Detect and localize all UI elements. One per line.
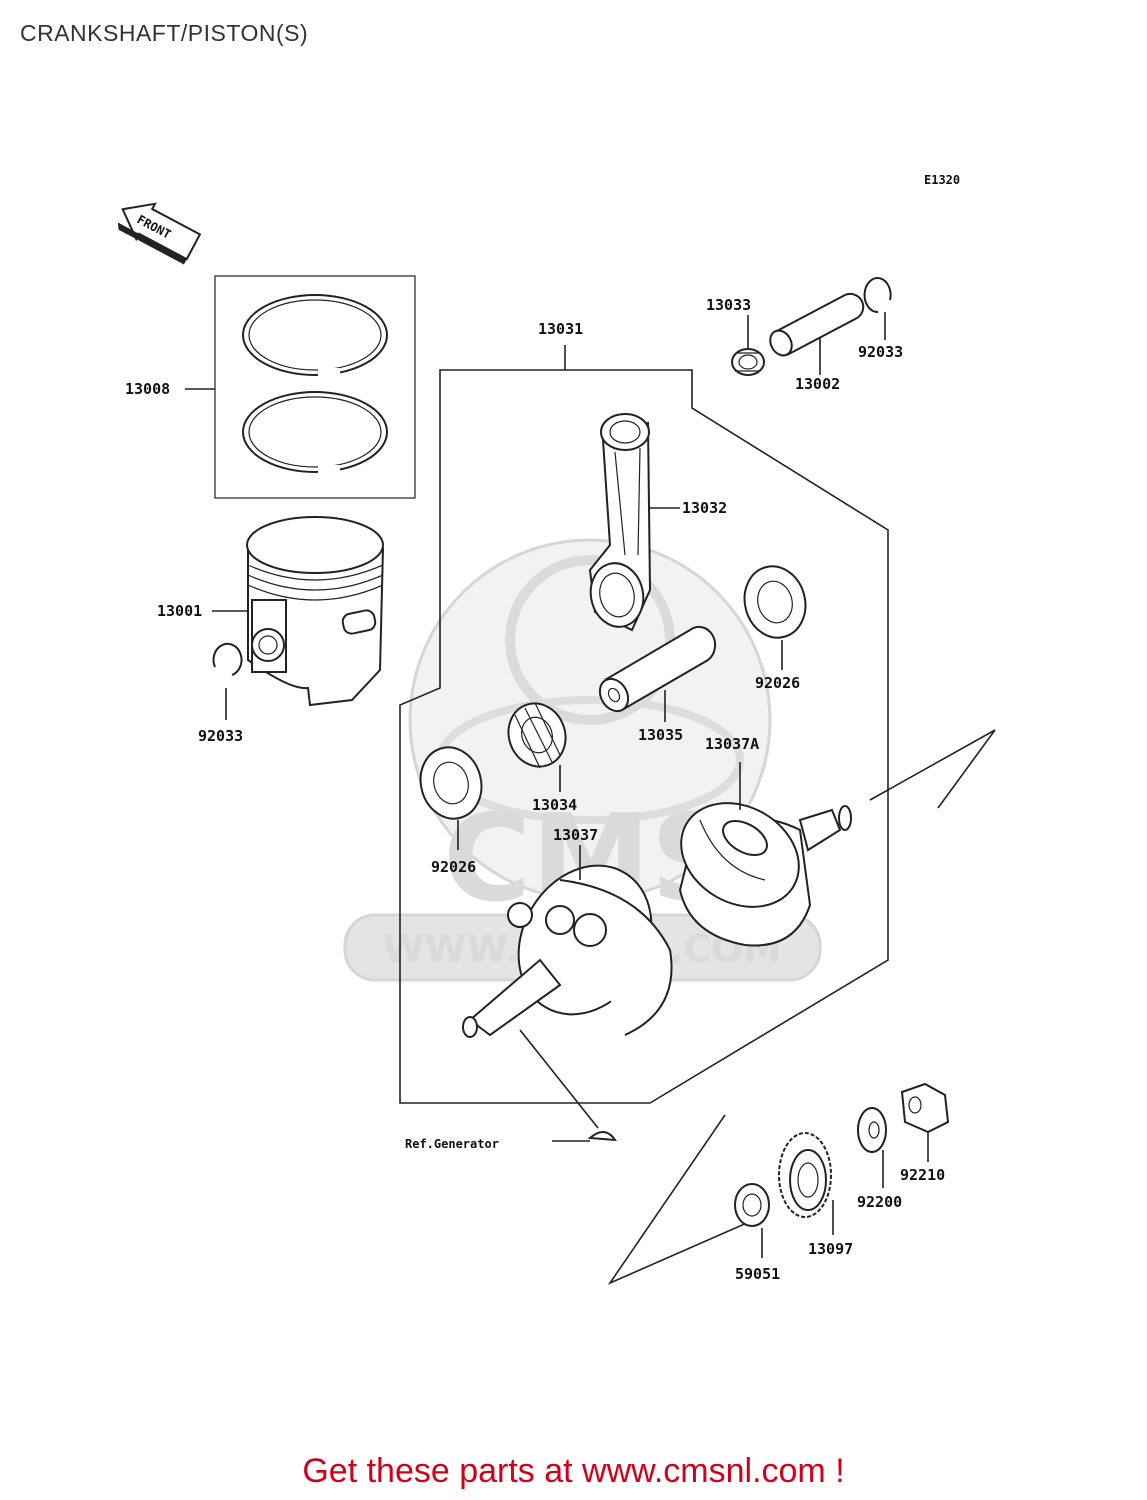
label-92210: 92210 [900, 1166, 945, 1184]
label-13097: 13097 [808, 1240, 853, 1258]
label-13034: 13034 [532, 796, 577, 814]
label-13031: 13031 [538, 320, 583, 338]
nut: 92210 [900, 1082, 950, 1184]
circlip-right: 92033 [858, 277, 903, 361]
piston-rings: 13008 [125, 275, 416, 499]
label-92026-right: 92026 [755, 674, 800, 692]
thrust-washer-right: 92026 [743, 565, 807, 692]
diagram-code: E1320 [924, 173, 960, 187]
crank-half-left: 13037 [462, 826, 673, 1038]
label-13033: 13033 [706, 296, 751, 314]
circlip-left: 92033 [198, 642, 243, 745]
label-92200: 92200 [857, 1193, 902, 1211]
thrust-washer-left: 92026 [419, 746, 483, 876]
break-line-lower [607, 1114, 766, 1285]
connecting-rod: 13032 [588, 413, 727, 632]
break-line-right [869, 729, 996, 809]
needle-bearing-small-end: 13033 [706, 296, 765, 376]
label-92033-right: 92033 [858, 343, 903, 361]
label-13037A: 13037A [705, 735, 759, 753]
primary-gear: 13097 [778, 1132, 853, 1258]
crank-half-right: 13037A [678, 735, 852, 947]
label-13032: 13032 [682, 499, 727, 517]
needle-bearing-gear: 59051 [734, 1183, 780, 1283]
footer-link[interactable]: Get these parts at www.cmsnl.com ! [302, 1452, 845, 1490]
label-13008: 13008 [125, 380, 170, 398]
washer: 92200 [857, 1107, 902, 1211]
label-13002: 13002 [795, 375, 840, 393]
piston: 13001 [157, 516, 384, 707]
big-end-bearing: 13034 [507, 702, 577, 814]
label-92033-left: 92033 [198, 727, 243, 745]
label-13037: 13037 [553, 826, 598, 844]
page-title: CRANKSHAFT/PISTON(S) [20, 20, 309, 46]
crankshaft-assembly-frame: 13031 [399, 320, 889, 1104]
label-92026-left: 92026 [431, 858, 476, 876]
piston-pin: 13002 [769, 292, 865, 393]
front-arrow-icon: FRONT [117, 202, 202, 265]
label-13035: 13035 [638, 726, 683, 744]
woodruff-key: Ref.Generator [405, 1029, 617, 1151]
label-13001: 13001 [157, 602, 202, 620]
label-ref-generator: Ref.Generator [405, 1137, 499, 1151]
crank-pin: 13035 [598, 625, 717, 744]
label-59051: 59051 [735, 1265, 780, 1283]
